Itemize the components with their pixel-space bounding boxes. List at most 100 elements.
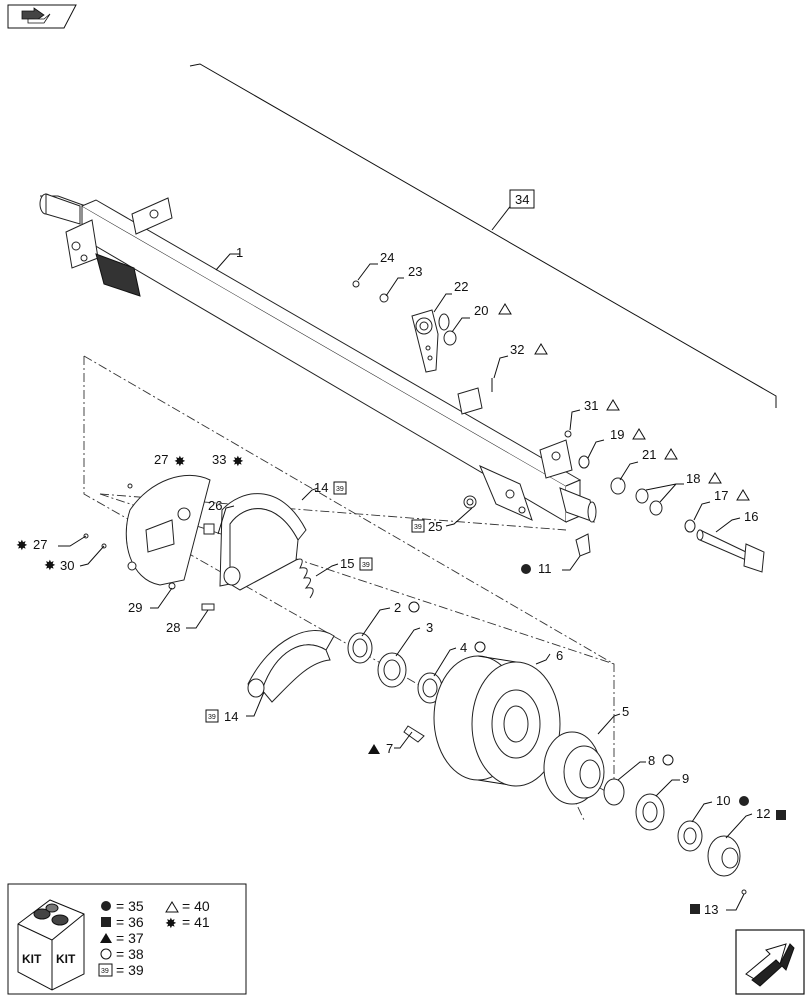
part-21 [610,477,626,495]
square-36-icon [101,917,111,927]
box-39-ref: 39 [336,486,344,493]
callout-10: 10 [716,793,730,808]
callout-24: 24 [380,250,394,265]
callouts: 1 24 23 22 20 32 31 19 21 18 17 16 14 39… [16,245,786,917]
kit-label-1: KIT [22,952,42,966]
callout-28: 28 [166,620,180,635]
callout-25: 25 [428,519,442,534]
callout-27-left: 27 [33,537,47,552]
star-41-icon: ✸ [232,454,244,470]
legend-38: = 38 [116,946,144,962]
callout-17: 17 [714,488,728,503]
callout-8: 8 [648,753,655,768]
legend-40: = 40 [182,898,210,914]
callout-32: 32 [510,342,524,357]
part-11 [575,533,591,557]
triangle-40-icon [632,428,646,440]
callout-21: 21 [642,447,656,462]
svg-text:39: 39 [362,562,370,569]
callout-16: 16 [744,509,758,524]
hub [543,731,605,805]
legend-36: = 36 [116,914,144,930]
box-39-icon [98,963,113,977]
circle-38-icon [100,948,112,960]
svg-text:39: 39 [414,524,422,531]
circle-38-icon [474,641,486,653]
triangle-40-icon [664,448,678,460]
callout-6: 6 [556,648,563,663]
callout-14-lower: 14 [224,709,238,724]
part-28 [201,603,215,611]
navigation-arrow-icon[interactable] [7,4,77,29]
part-17 [684,519,696,533]
part-29 [168,582,176,590]
circle-38-icon [662,754,674,766]
part-13 [741,889,747,895]
backing-plate [125,474,211,586]
legend-37: = 37 [116,930,144,946]
slack-adjuster [411,309,450,373]
assembly-bracket-34: 34 [189,63,777,408]
callout-30: 30 [60,558,74,573]
callout-3: 3 [426,620,433,635]
callout-27-top: 27 [154,452,168,467]
star-41-icon: ✸ [16,538,28,554]
legend-35: = 35 [116,898,144,914]
callout-4: 4 [460,640,467,655]
square-36-icon [776,810,786,820]
triangle-40-icon [708,472,722,484]
callout-34: 34 [515,192,529,207]
callout-11: 11 [538,561,552,576]
star-41-icon: ✸ [174,454,186,470]
part-26 [203,523,215,535]
triangle-40-icon [736,489,750,501]
callout-22: 22 [454,279,468,294]
next-page-arrow-icon[interactable] [735,929,805,995]
triangle-37-icon [368,744,380,754]
triangle-40-icon [498,303,512,315]
star-41-icon: ✸ [44,558,56,574]
callout-23: 23 [408,264,422,279]
part-20 [443,330,457,346]
kit-box-icon [17,899,85,991]
seal-8 [603,778,625,806]
brake-shoe-upper [219,493,307,591]
callout-31: 31 [584,398,598,413]
callout-20: 20 [474,303,488,318]
circle-38-icon [408,601,420,613]
callout-12: 12 [756,806,770,821]
callout-1: 1 [236,245,243,260]
callout-5: 5 [622,704,629,719]
part-27 [127,483,133,489]
callout-9: 9 [682,771,689,786]
brake-shoe-lower [247,630,335,703]
callout-33: 33 [212,452,226,467]
part-18a [635,488,649,504]
callout-29: 29 [128,600,142,615]
star-41-icon: ✸ [165,916,177,932]
brake-drum [433,655,561,787]
dot-35-icon [521,564,531,574]
legend-41: = 41 [182,914,210,930]
part-18b [649,500,663,516]
leader-lines [58,253,753,911]
callout-14-upper: 14 [314,480,328,495]
dot-35-icon [101,901,111,911]
axle-beam [39,193,597,523]
kit-label-2: KIT [56,952,76,966]
part-19 [578,455,590,469]
svg-text:39: 39 [101,968,109,975]
callout-13: 13 [704,902,718,917]
triangle-40-icon [606,399,620,411]
callout-18: 18 [686,471,700,486]
square-36-icon [690,904,700,914]
callout-2: 2 [394,600,401,615]
dot-35-icon [739,796,749,806]
part-31 [564,430,572,438]
camshaft [696,529,765,573]
callout-26: 26 [208,498,222,513]
bolt-7 [403,725,425,743]
part-24 [352,280,360,288]
